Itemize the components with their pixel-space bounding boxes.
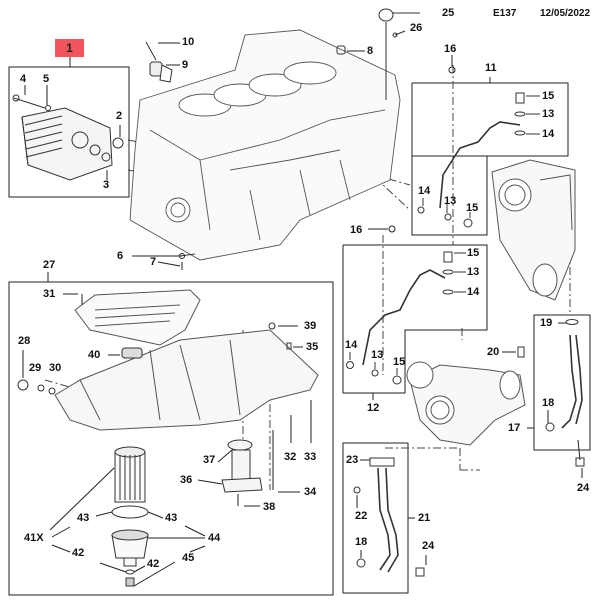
callout-23[interactable]: 23 bbox=[346, 454, 359, 466]
callout-38[interactable]: 38 bbox=[263, 501, 276, 513]
callout-42-right[interactable]: 42 bbox=[147, 558, 160, 570]
oil-return-pipe-17 bbox=[561, 334, 583, 429]
oil-filter-adapter-part bbox=[221, 439, 263, 493]
callout-33[interactable]: 33 bbox=[304, 451, 317, 463]
callout-14-box11-bottom[interactable]: 14 bbox=[418, 185, 431, 197]
callout-29[interactable]: 29 bbox=[29, 362, 42, 374]
callout-5[interactable]: 5 bbox=[43, 73, 50, 85]
callout-26[interactable]: 26 bbox=[410, 22, 423, 34]
callout-18-box17[interactable]: 18 bbox=[542, 397, 555, 409]
callout-18-box21[interactable]: 18 bbox=[355, 536, 368, 548]
callout-30[interactable]: 30 bbox=[49, 362, 62, 374]
callout-10[interactable]: 10 bbox=[182, 36, 195, 48]
callout-13-box11-top[interactable]: 13 bbox=[542, 108, 555, 120]
callout-40[interactable]: 40 bbox=[88, 349, 101, 361]
callout-13-box12-bottom[interactable]: 13 bbox=[371, 349, 384, 361]
group-box-pipe-12 bbox=[342, 244, 488, 394]
callout-14-box12-top[interactable]: 14 bbox=[467, 286, 480, 298]
callout-15-box11-top[interactable]: 15 bbox=[542, 90, 555, 102]
callout-41x[interactable]: 41X bbox=[24, 532, 44, 544]
callout-36[interactable]: 36 bbox=[180, 474, 193, 486]
oil-feed-pipe-12 bbox=[362, 269, 446, 366]
diagram-date: 12/05/2022 bbox=[540, 8, 591, 19]
callout-15-box12-top[interactable]: 15 bbox=[467, 247, 480, 259]
callout-20[interactable]: 20 bbox=[487, 346, 500, 358]
diagram-code: E137 bbox=[493, 8, 517, 19]
callout-25[interactable]: 25 bbox=[442, 7, 455, 19]
oil-filter-element-part bbox=[111, 446, 149, 587]
dipstick-part bbox=[378, 8, 420, 100]
callout-43-right[interactable]: 43 bbox=[165, 512, 178, 524]
turbocharger-part bbox=[491, 159, 576, 301]
callout-21[interactable]: 21 bbox=[418, 512, 431, 524]
sensor-part bbox=[145, 41, 173, 83]
oil-feed-pipe-11 bbox=[439, 121, 521, 209]
callout-45[interactable]: 45 bbox=[182, 552, 195, 564]
engine-block-part bbox=[129, 29, 401, 261]
group-box-pipe-17 bbox=[533, 314, 591, 451]
group-box-pipe-11-lower bbox=[411, 83, 488, 236]
oil-cooler-part bbox=[12, 94, 124, 181]
callout-11[interactable]: 11 bbox=[485, 62, 497, 74]
group-box-oil-pan bbox=[8, 281, 334, 596]
callout-42-left[interactable]: 42 bbox=[72, 547, 85, 559]
callout-28[interactable]: 28 bbox=[18, 335, 31, 347]
callout-31[interactable]: 31 bbox=[43, 288, 56, 300]
callout-32[interactable]: 32 bbox=[284, 451, 297, 463]
callout-6[interactable]: 6 bbox=[117, 250, 124, 262]
callout-24-box21[interactable]: 24 bbox=[422, 540, 435, 552]
oil-return-pipe-21 bbox=[377, 467, 399, 573]
oil-pan-baffle-part bbox=[74, 289, 201, 346]
oil-pan-part bbox=[54, 329, 319, 431]
callout-12[interactable]: 12 bbox=[367, 402, 380, 414]
callout-13-box12-top[interactable]: 13 bbox=[467, 266, 480, 278]
callout-16-upper[interactable]: 16 bbox=[444, 43, 457, 55]
callout-14-box11-top[interactable]: 14 bbox=[542, 128, 555, 140]
callout-13-box11-bottom[interactable]: 13 bbox=[444, 195, 457, 207]
group-box-oil-cooler bbox=[8, 66, 130, 198]
callout-15-box11-bottom[interactable]: 15 bbox=[466, 202, 479, 214]
callout-27[interactable]: 27 bbox=[43, 259, 56, 271]
callout-9[interactable]: 9 bbox=[182, 59, 189, 71]
callout-44[interactable]: 44 bbox=[208, 532, 221, 544]
callout-15-box12-bottom[interactable]: 15 bbox=[393, 356, 406, 368]
callout-2[interactable]: 2 bbox=[116, 110, 123, 122]
callout-24-box17[interactable]: 24 bbox=[577, 482, 590, 494]
callout-8[interactable]: 8 bbox=[367, 45, 374, 57]
callout-16-lower[interactable]: 16 bbox=[350, 224, 363, 236]
callout-34[interactable]: 34 bbox=[304, 486, 317, 498]
callout-7[interactable]: 7 bbox=[150, 256, 157, 268]
callout-35[interactable]: 35 bbox=[306, 341, 319, 353]
callout-19[interactable]: 19 bbox=[540, 317, 553, 329]
callout-22[interactable]: 22 bbox=[355, 510, 368, 522]
highlighted-callout-oil-cooler-assembly[interactable]: 1 bbox=[55, 39, 84, 57]
callout-37[interactable]: 37 bbox=[203, 454, 216, 466]
callout-39[interactable]: 39 bbox=[304, 320, 317, 332]
turbocharger-lower-part bbox=[406, 361, 526, 446]
callout-3[interactable]: 3 bbox=[103, 179, 110, 191]
callout-17[interactable]: 17 bbox=[508, 422, 521, 434]
callout-4[interactable]: 4 bbox=[20, 73, 27, 85]
callout-43-left[interactable]: 43 bbox=[77, 512, 90, 524]
callout-14-box12-bottom[interactable]: 14 bbox=[345, 339, 358, 351]
